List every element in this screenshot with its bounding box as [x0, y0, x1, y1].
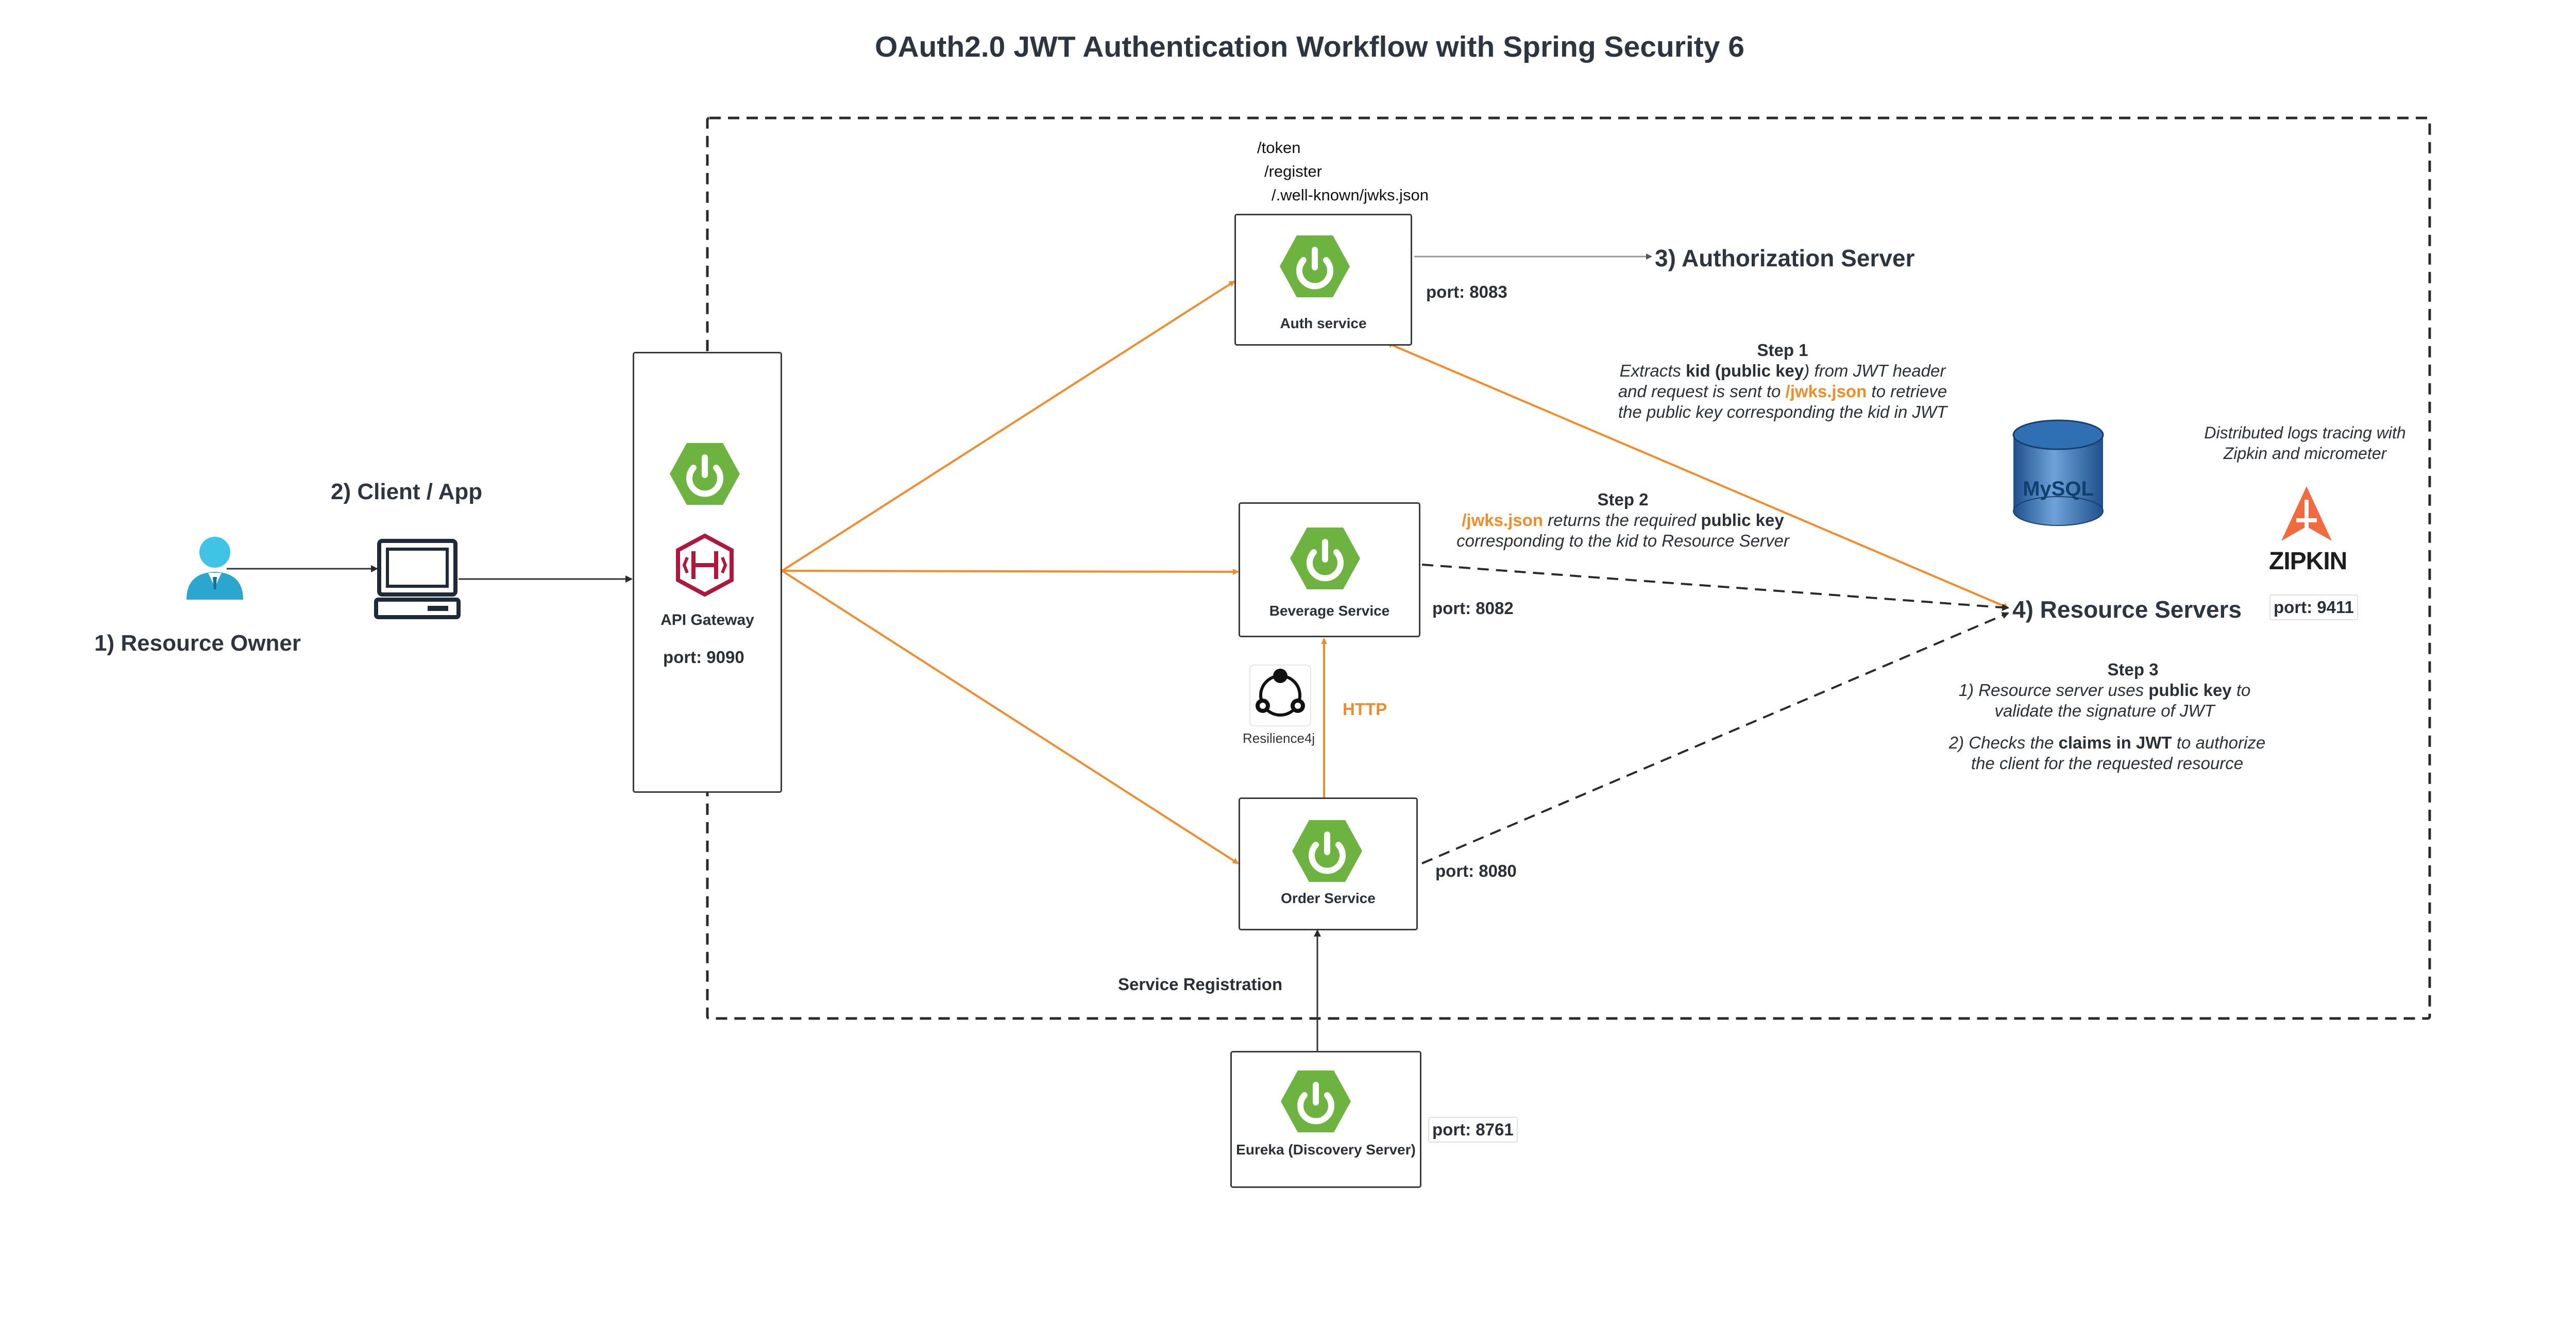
step3-text: 2) Checks the: [1948, 733, 2059, 752]
step1-text: ) from JWT header: [1804, 361, 1946, 380]
auth-service-label: Auth service: [1280, 315, 1367, 331]
zipkin-port: port: 9411: [2269, 594, 2358, 620]
auth-endpoint-register: /register: [1264, 162, 1322, 180]
step2-note: Step 2 /jwks.json returns the required p…: [1422, 489, 1824, 551]
spring-boot-icon: [1280, 235, 1350, 297]
step3-text: the client for the requested resource: [1971, 754, 2244, 773]
step3-text: to: [2231, 681, 2251, 700]
api-gateway-box: [633, 352, 782, 793]
beverage-service-port: port: 8082: [1432, 599, 1514, 618]
order-service-port: port: 8080: [1435, 861, 1517, 880]
beverage-service-label: Beverage Service: [1269, 603, 1390, 619]
eureka-server-label: Eureka (Discovery Server): [1236, 1142, 1416, 1158]
api-gateway-label: API Gateway: [660, 611, 754, 628]
arrow-beverage-to-resource: [1421, 564, 2009, 611]
resilience4j-label: Resilience4j: [1243, 730, 1315, 746]
client-app-label: 2) Client / App: [331, 479, 483, 504]
auth-endpoint-jwks: /.well-known/jwks.json: [1272, 186, 1429, 204]
authorization-server-label: 3) Authorization Server: [1655, 245, 1915, 271]
zipkin-note-line: Distributed logs tracing with: [2204, 423, 2406, 442]
step3-note: Step 3 1) Resource server uses public ke…: [1949, 659, 2339, 774]
step1-text: the public key corresponding the kid in …: [1618, 402, 1947, 421]
step1-title: Step 1: [1757, 341, 1808, 360]
step1-text: to retrieve: [1867, 382, 1947, 401]
step1-text: and request is sent to: [1618, 382, 1786, 401]
step1-note: Step 1 Extracts kid (public key) from JW…: [1571, 340, 1994, 422]
person-icon: [187, 537, 243, 600]
step2-title: Step 2: [1597, 490, 1649, 509]
system-boundary: [706, 116, 2431, 1020]
step3-public-key: public key: [2148, 681, 2232, 700]
spring-boot-icon: [670, 443, 740, 505]
resource-servers-label: 4) Resource Servers: [2012, 596, 2242, 623]
arrow-order-to-resource: [1421, 612, 2009, 864]
arrow-gateway-to-order: [781, 570, 1239, 864]
zipkin-icon: [2281, 486, 2332, 541]
step3-text: 1) Resource server uses: [1958, 681, 2149, 700]
zipkin-note: Distributed logs tracing with Zipkin and…: [2176, 422, 2434, 464]
resilience4j-icon: [1249, 665, 1311, 726]
step2-public-key: public key: [1701, 511, 1784, 530]
step3-claims: claims in JWT: [2058, 733, 2172, 752]
spring-boot-icon: [1281, 1070, 1351, 1132]
auth-endpoint-token: /token: [1257, 139, 1301, 157]
resource-owner-label: 1) Resource Owner: [94, 631, 301, 656]
service-registration-label: Service Registration: [1118, 975, 1283, 994]
zipkin-note-line: Zipkin and micrometer: [2223, 444, 2387, 463]
step3-text: to authorize: [2172, 733, 2266, 752]
http-label: HTTP: [1343, 700, 1387, 719]
step1-jwks: /jwks.json: [1785, 382, 1867, 401]
step1-text: Extracts: [1619, 361, 1686, 380]
spring-boot-icon: [1290, 528, 1360, 589]
api-gateway-port: port: 9090: [663, 648, 744, 667]
zipkin-logo-text: ZIPKIN: [2269, 548, 2347, 575]
step3-text: validate the signature of JWT: [1994, 701, 2215, 720]
mysql-database-icon: MySQL: [2012, 419, 2104, 526]
auth-service-port: port: 8083: [1426, 282, 1507, 301]
step2-jwks: /jwks.json: [1462, 511, 1543, 530]
eureka-server-port: port: 8761: [1428, 1117, 1518, 1143]
gateway-icon: [676, 534, 734, 597]
mysql-logo-text: MySQL: [2023, 478, 2094, 500]
arrow-gateway-to-beverage: [782, 568, 1239, 575]
step1-kid: kid (public key: [1686, 361, 1804, 380]
diagram-title: OAuth2.0 JWT Authentication Workflow wit…: [875, 30, 1744, 63]
arrow-auth-resource-exchange: [1386, 342, 2009, 609]
arrow-gateway-to-auth: [781, 280, 1235, 572]
step2-text: corresponding to the kid to Resource Ser…: [1456, 531, 1789, 550]
laptop-icon: [374, 539, 461, 619]
spring-boot-icon: [1292, 820, 1362, 882]
step3-title: Step 3: [2107, 660, 2159, 679]
step2-text: returns the required: [1543, 511, 1701, 530]
order-service-label: Order Service: [1281, 890, 1376, 906]
